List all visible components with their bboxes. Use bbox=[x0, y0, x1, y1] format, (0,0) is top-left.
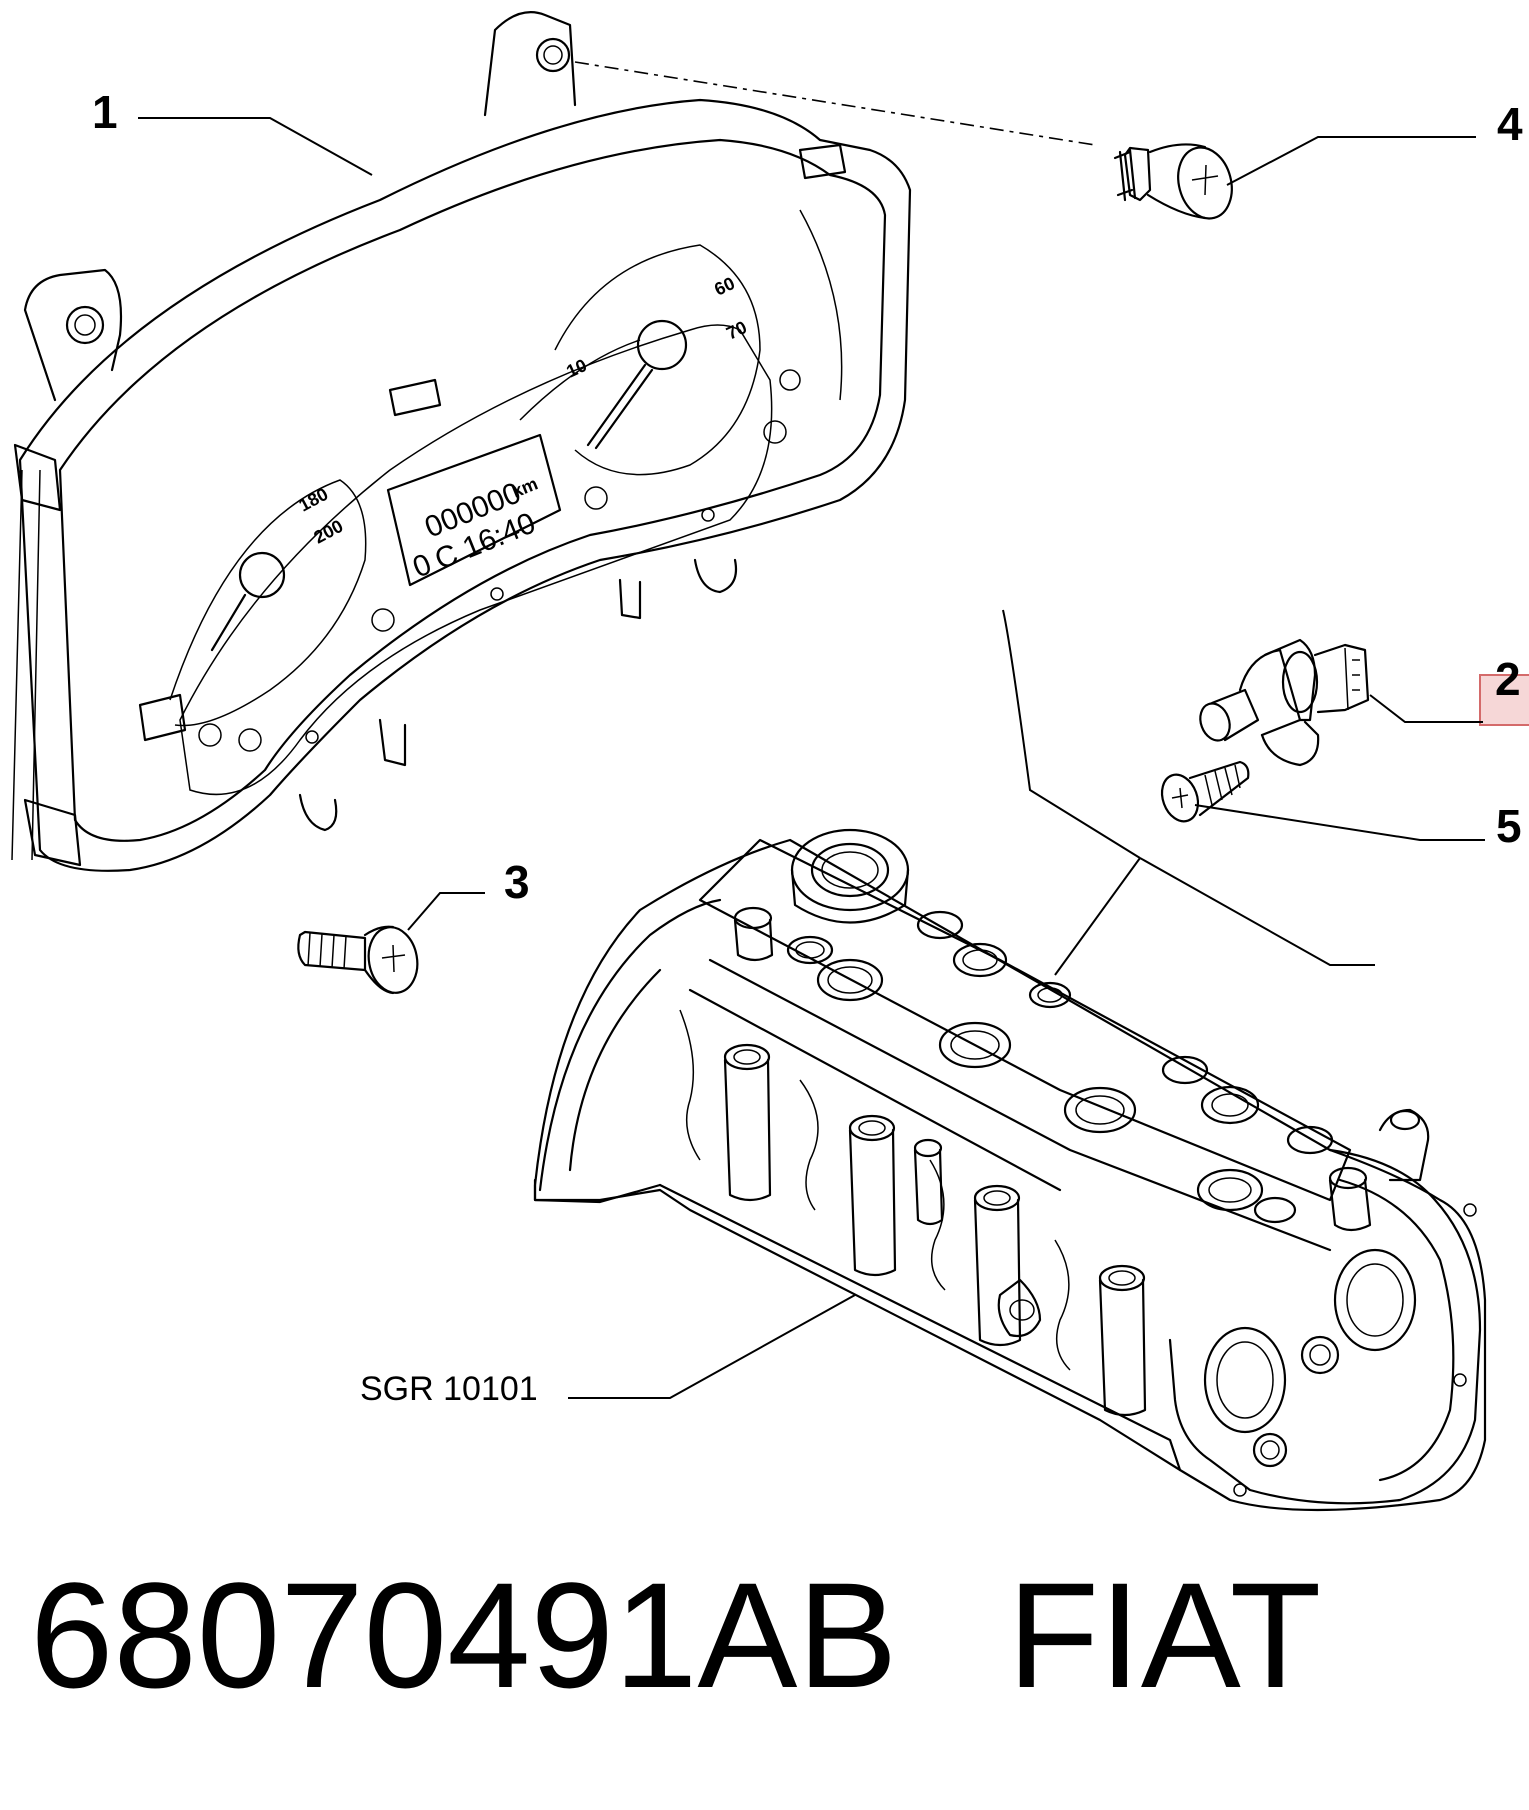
part-number: 68070491AB bbox=[30, 1551, 898, 1719]
odometer-unit: km bbox=[509, 473, 541, 501]
gauge-tick-180: 180 bbox=[295, 484, 331, 516]
callout-5: 5 bbox=[1496, 800, 1522, 852]
screw-5 bbox=[1160, 760, 1250, 823]
callout-3: 3 bbox=[504, 856, 530, 908]
leader-lines bbox=[138, 117, 1485, 1399]
alignment-dash bbox=[574, 61, 1096, 146]
callout-2: 2 bbox=[1495, 653, 1521, 705]
reference-label: SGR 10101 bbox=[360, 1370, 538, 1408]
gauge-tick-60: 60 bbox=[711, 273, 738, 300]
gauge-tick-10: 10 bbox=[563, 355, 590, 382]
instrument-cluster: 180 200 10 60 70 000000 km 0 C 16:40 bbox=[11, 11, 912, 872]
screw-3 bbox=[297, 925, 419, 995]
cylinder-head bbox=[533, 828, 1487, 1512]
callout-1: 1 bbox=[92, 86, 118, 138]
screw-4 bbox=[1113, 143, 1233, 220]
brand-name: FIAT bbox=[1007, 1551, 1322, 1719]
head-posts bbox=[723, 906, 1147, 1417]
callout-2-highlight bbox=[1479, 674, 1529, 726]
temp-prefix: 0 bbox=[408, 548, 436, 585]
gauge-tick-200: 200 bbox=[310, 516, 346, 548]
callout-4: 4 bbox=[1497, 98, 1523, 150]
sensor-2 bbox=[1199, 638, 1370, 767]
